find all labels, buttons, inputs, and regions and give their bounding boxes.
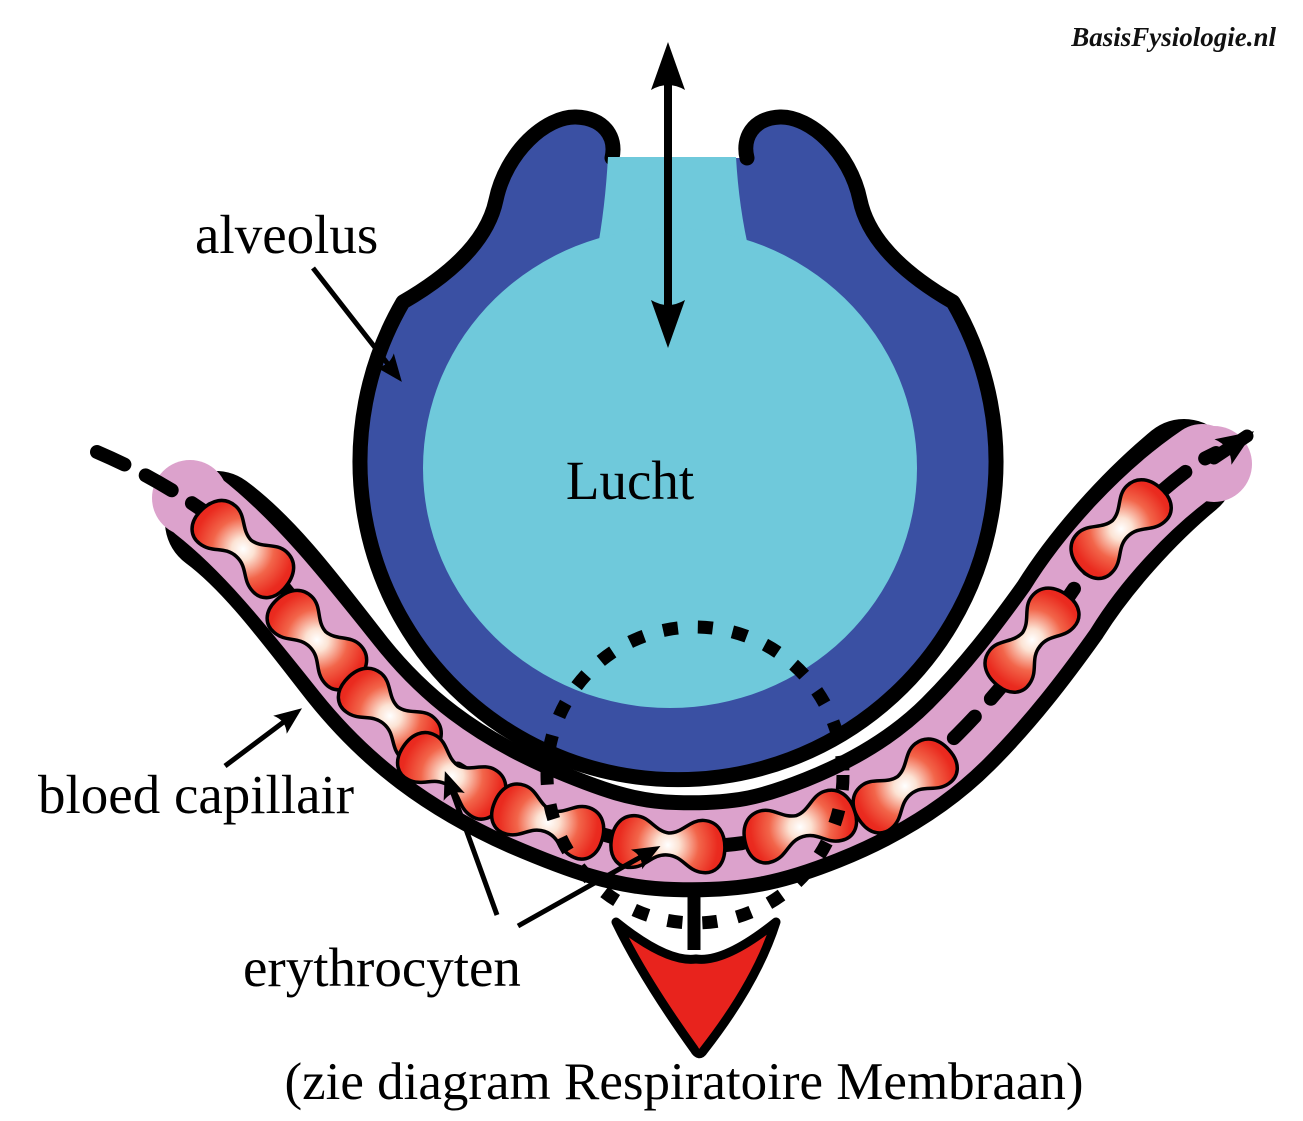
alveolus-wall-outline bbox=[352, 109, 1004, 788]
capillary-label: bloed capillair bbox=[38, 764, 354, 825]
alveolus-body bbox=[352, 109, 1004, 788]
airflow-arrowhead-down bbox=[651, 300, 685, 348]
air-label: Lucht bbox=[566, 450, 694, 511]
membrane-pointer bbox=[611, 896, 781, 1059]
erythrocytes-label: erythrocyten bbox=[243, 937, 521, 998]
blood-flow-arrow bbox=[1207, 429, 1255, 465]
erythrocyte-pointer-arrow-left bbox=[443, 771, 500, 916]
watermark-label: BasisFysiologie.nl bbox=[1070, 22, 1276, 52]
caption-label: (zie diagram Respiratoire Membraan) bbox=[284, 1053, 1083, 1111]
alveolus-label: alveolus bbox=[195, 204, 378, 265]
air-space bbox=[423, 228, 917, 708]
respiratory-membrane-dashed-circle bbox=[540, 620, 850, 930]
erythrocyte-pointer-arrow-right bbox=[516, 845, 661, 929]
airflow-arrowhead-up bbox=[651, 42, 685, 90]
airflow-double-arrow bbox=[651, 42, 685, 348]
alveolus-pointer-arrow bbox=[311, 266, 402, 382]
capillary-pointer-arrow bbox=[223, 708, 302, 768]
membrane-pointer-red-arrow bbox=[611, 917, 781, 1059]
label-arrows bbox=[223, 266, 661, 929]
